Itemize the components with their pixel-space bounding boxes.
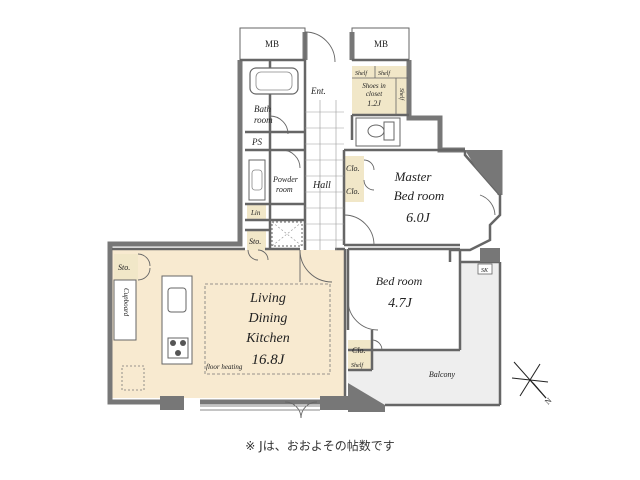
shelf-bed-label: Shelf [351, 362, 364, 369]
ent-label: Ent. [310, 86, 326, 96]
burner-a [170, 340, 176, 346]
mb-left-label: MB [265, 39, 279, 49]
clo-bed-label: Clo. [352, 346, 366, 355]
bed-label: Bed room [376, 274, 423, 288]
toilet-tank [383, 121, 395, 141]
bottom-windows [200, 405, 320, 411]
clo-lower-fill [344, 180, 364, 202]
kitchen-sink [167, 287, 187, 313]
hall-label: Hall [312, 180, 331, 191]
balcony-area [348, 262, 500, 405]
ldk-label-1: Living [249, 291, 286, 306]
sk-box [477, 263, 493, 275]
sto-lower-fill [247, 230, 266, 250]
master-size: 6.0J [406, 211, 431, 226]
powder-label-2: room [276, 185, 293, 194]
floor-heating-area [204, 283, 331, 375]
compass [511, 361, 549, 399]
floor-heating-label: floor heating [206, 363, 243, 371]
clo-upper-label: Clo. [346, 164, 360, 173]
fridge-space [121, 365, 145, 391]
interior-walls [112, 58, 502, 407]
sto-lower-label: Sto. [249, 237, 261, 246]
cupboard-label: Cupboard [122, 288, 130, 317]
bath-label-2: room [254, 115, 273, 125]
clo-lower-label: Clo. [346, 187, 360, 196]
ldk-label-3: Kitchen [245, 331, 290, 346]
shoes-closet-lines [352, 66, 408, 114]
master-label-1: Master [394, 169, 433, 184]
shoes-size: 1.2J [367, 99, 381, 108]
bathtub [249, 67, 299, 95]
washer-cross-a [271, 221, 303, 247]
burner-b [180, 340, 186, 346]
bathtub-inner [255, 71, 293, 91]
powder-sink [248, 159, 266, 201]
burner-c [175, 350, 181, 356]
shelf-label-2: Shelf [378, 70, 391, 77]
master-label-2: Bed room [394, 188, 444, 203]
washer-cross-b [271, 221, 303, 247]
lin-label: Lin [250, 209, 261, 217]
mb-right-label: MB [374, 39, 388, 49]
mb-left-box [239, 27, 306, 61]
ps-label: PS [251, 137, 262, 147]
shelf-label-1: Shelf [355, 70, 368, 77]
columns [160, 150, 500, 412]
toilet-bowl [367, 124, 385, 138]
footnote: ※ Jは、おおよその帖数です [245, 439, 395, 453]
ldk-size: 16.8J [252, 352, 286, 368]
shelf-bed-fill [348, 360, 372, 370]
shoes-label-2: closet [366, 90, 383, 98]
balcony-label: Balcony [429, 370, 456, 379]
hall-tile-grid [305, 100, 344, 250]
lin-fill [247, 204, 266, 220]
clo-upper-fill [344, 156, 364, 180]
ldk-floor [112, 250, 345, 398]
bath-label-1: Bath [254, 104, 271, 114]
bed-size: 4.7J [388, 296, 413, 311]
shoes-label-1: Shoes in [362, 82, 386, 90]
powder-label-1: Powder [272, 175, 299, 184]
north-label: N [543, 396, 554, 407]
cupboard-unit [113, 279, 137, 341]
sto-ldk-label: Sto. [118, 263, 130, 272]
door-swings [137, 31, 496, 419]
ldk-label-2: Dining [248, 311, 288, 326]
powder-basin [251, 169, 263, 191]
sto-ldk-fill [114, 254, 138, 280]
shoes-closet-fill [352, 66, 408, 114]
sk-label: SK [481, 268, 489, 274]
shelf-side-label: Shelf [398, 88, 405, 101]
